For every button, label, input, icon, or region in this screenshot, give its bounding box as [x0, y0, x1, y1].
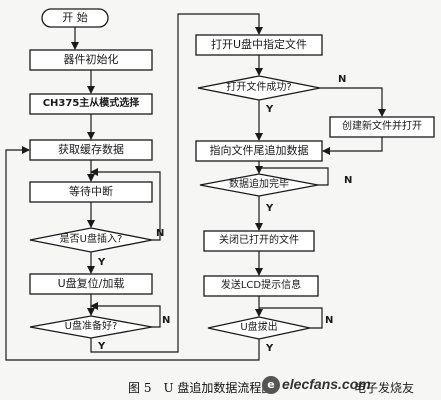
get-data-label: 获取缓存数据	[58, 143, 124, 156]
append-done-label: 数据追加完毕	[229, 179, 289, 190]
yes-label-append: Y	[266, 203, 274, 214]
send-lcd-label: 发送LCD提示信息	[220, 280, 302, 291]
no-label-removed: N	[325, 315, 334, 326]
open-file-label: 打开U盘中指定文件	[210, 38, 308, 51]
watermark-site: elecfans.com	[282, 376, 371, 392]
yes-label-inserted: Y	[98, 257, 106, 268]
reset-load-label: U盘复位/加载	[57, 277, 125, 290]
init-label: 器件初始化	[63, 53, 119, 66]
watermark-logo-icon: e	[262, 376, 280, 394]
no-label-append: N	[344, 175, 353, 186]
create-file-label: 创建新文件并打开	[342, 121, 422, 132]
start-label: 开 始	[62, 11, 88, 24]
no-label-ready: N	[162, 315, 171, 326]
yes-label-open: Y	[266, 104, 274, 115]
yes-label-ready: Y	[98, 341, 106, 352]
send-lcd-box	[203, 275, 319, 297]
no-label-inserted: N	[156, 228, 165, 239]
close-file-label: 关闭已打开的文件	[219, 235, 299, 246]
yes-label-removed: Y	[266, 343, 274, 354]
figure-caption: 图 5 U 盘追加数据流程图	[128, 381, 274, 395]
udisk-inserted-label: 是否U盘插入?	[59, 234, 123, 245]
mode-label: CH375主从模式选择	[42, 98, 140, 109]
udisk-ready-label: U盘准备好?	[64, 321, 118, 332]
udisk-removed-label: U盘拔出	[240, 322, 278, 333]
watermark-brand: 电子发烧友	[354, 381, 415, 395]
point-end-label: 指向文件尾追加数据	[209, 144, 309, 157]
no-label-open: N	[338, 74, 347, 85]
wait-int-label: 等待中断	[69, 185, 113, 198]
open-success-label: 打开文件成功?	[226, 82, 292, 93]
